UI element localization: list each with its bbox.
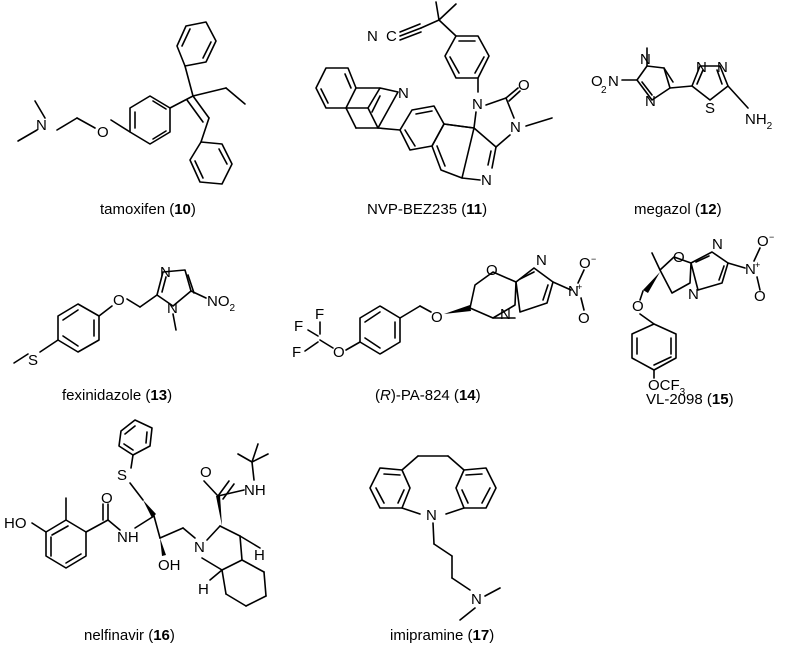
caption-megazol: megazol (12) [634,201,722,218]
atom-n: N [367,28,378,45]
atom-o: O [578,310,590,327]
atom-s: S [28,352,38,369]
caption-fexinidazole: fexinidazole (13) [62,387,172,404]
caption-imipramine: imipramine (17) [390,627,494,644]
atom-n: N [745,261,756,278]
atom-n: N [36,117,47,134]
atom-n: N [510,119,521,136]
atom-o: O [591,73,603,90]
atom-o: O [757,233,769,250]
atom-n: N [167,300,178,317]
nitro-group: NO2 [207,293,236,314]
atom-nh: NH [244,482,266,499]
atom-f: F [292,344,301,361]
atom-n: N [717,59,728,76]
atom-o: O [518,77,530,94]
caption-nvp-bez235: NVP-BEZ235 (11) [367,201,487,218]
subscript-2: 2 [601,85,607,96]
atom-o: O [486,262,498,279]
atom-o: O [632,298,644,315]
atom-f: F [315,306,324,323]
atom-n: N [471,591,482,608]
structure-tamoxifen: O N [17,21,246,185]
atom-o: O [97,124,109,141]
atom-o: O [333,344,345,361]
atom-nh: NH [117,529,139,546]
structure-vl-2098: O N N N + O − O O OCF3 [631,232,774,398]
atom-n: N [472,96,483,113]
atom-n: N [398,85,409,102]
structure-nvp-bez235: N C N O N N N [315,1,553,189]
atom-c-label: C [386,28,397,45]
atom-o: O [113,292,125,309]
atom-n: N [194,539,205,556]
atom-h: H [198,581,209,598]
structure-pa-824: F F F O O O N N N + O − O [292,252,596,361]
atom-ho: HO [4,515,27,532]
structure-nelfinavir: S NH O HO OH N O NH [4,419,269,607]
atom-o: O [200,464,212,481]
atom-oh: OH [158,557,181,574]
atom-n: N [696,59,707,76]
atom-o: O [673,249,685,266]
atom-n: N [688,286,699,303]
atom-h: H [254,547,265,564]
atom-o: O [579,255,591,272]
atom-o: O [431,309,443,326]
charge-minus: − [591,254,596,264]
atom-n: N [645,93,656,110]
atom-o: O [101,490,113,507]
caption-tamoxifen: tamoxifen (10) [100,201,196,218]
atom-n: N [426,507,437,524]
amino-group: NH2 [745,111,773,132]
atom-f: F [294,318,303,335]
charge-minus: − [769,232,774,242]
atom-n: N [608,73,619,90]
caption-pa-824: (R)-PA-824 (14) [375,387,481,404]
atom-n: N [568,283,579,300]
structure-imipramine: N N [369,455,501,621]
caption-nelfinavir: nelfinavir (16) [84,627,175,644]
atom-s: S [117,467,127,484]
atom-n: N [481,172,492,189]
structure-megazol: O 2 N N N N N S NH2 [591,47,773,132]
atom-n: N [712,236,723,253]
atom-n: N [160,264,171,281]
atom-n: N [500,306,511,323]
charge-plus: + [577,282,582,292]
trifluoromethoxy-group: OCF3 [648,377,686,398]
caption-vl-2098: VL-2098 (15) [646,391,734,408]
atom-s: S [705,100,715,117]
charge-plus: + [755,260,760,270]
atom-n: N [640,51,651,68]
atom-n: N [536,252,547,269]
atom-o: O [754,288,766,305]
structure-fexinidazole: S O N N NO2 [13,264,236,369]
